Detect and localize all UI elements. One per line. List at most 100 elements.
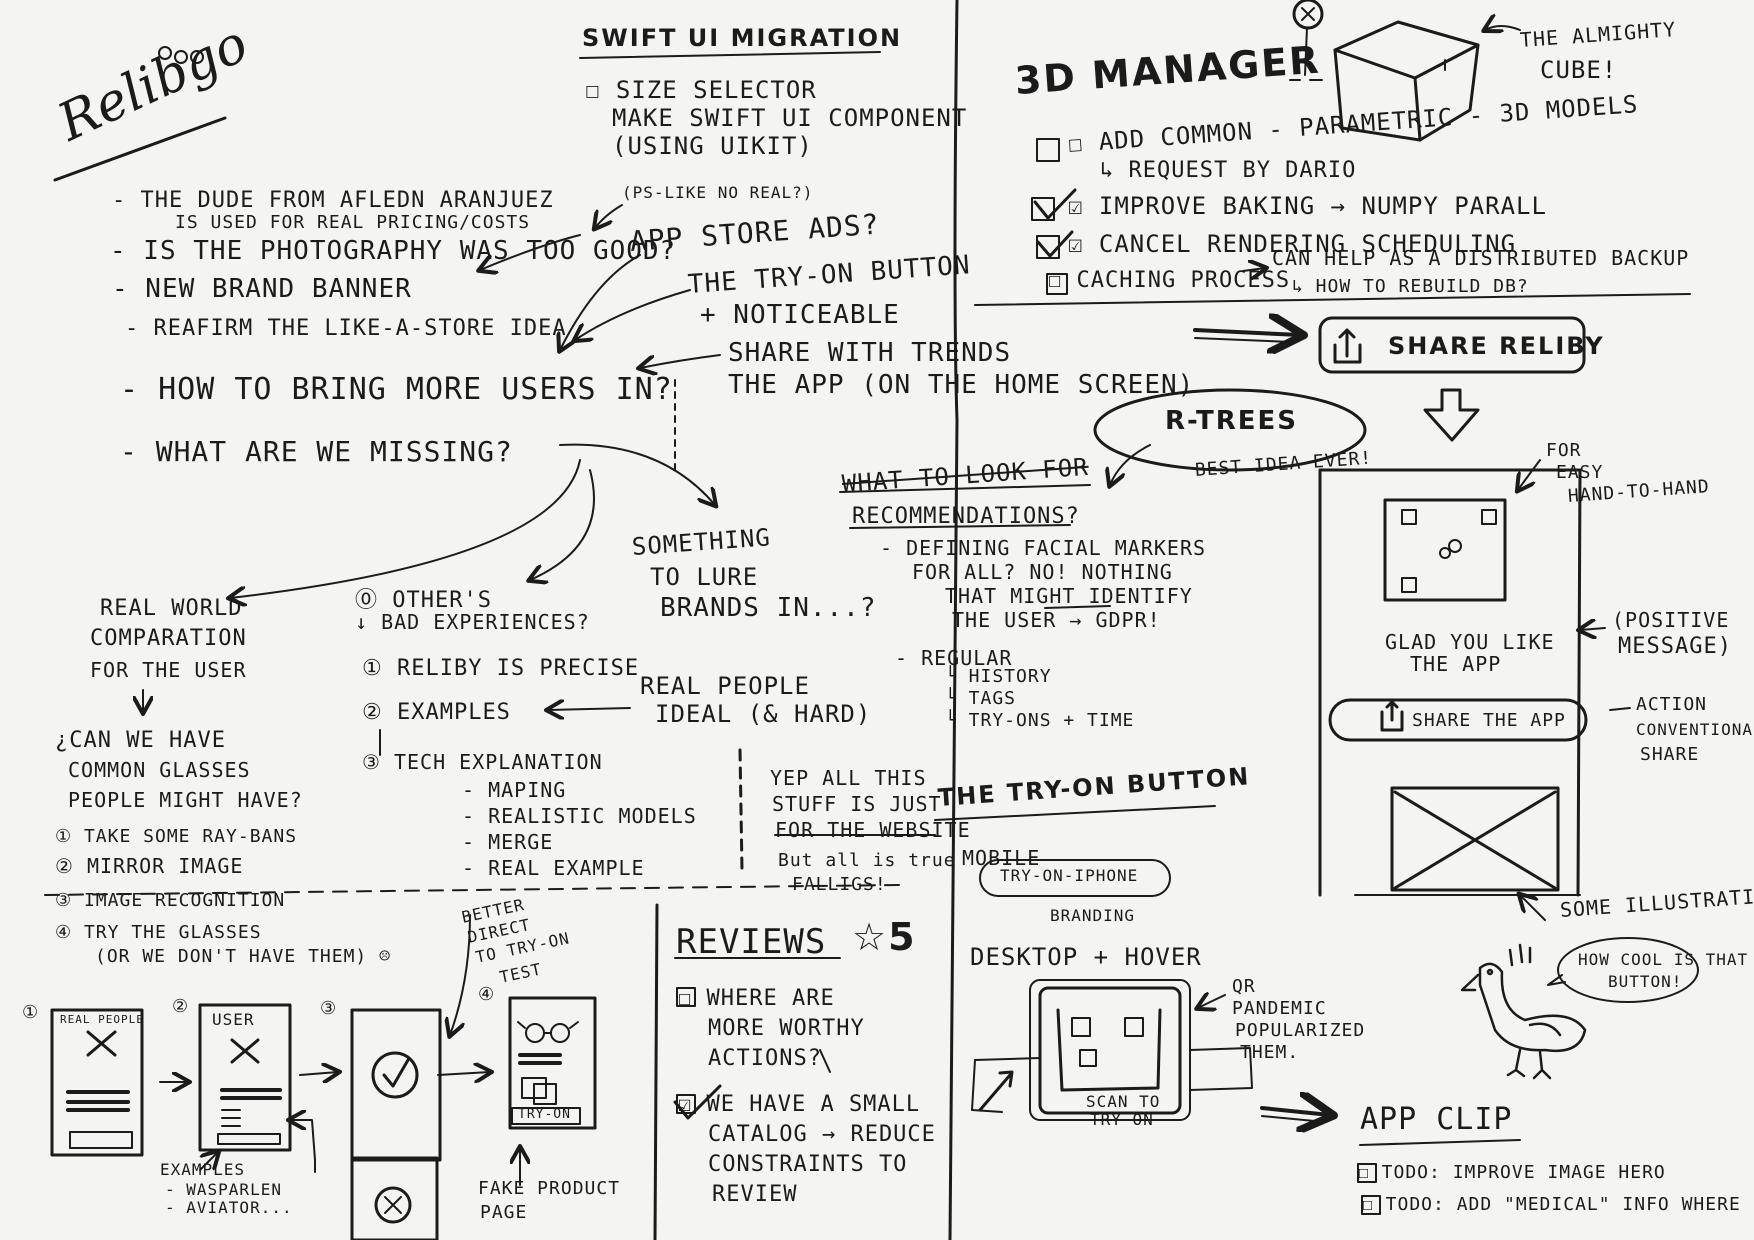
scan-2: TRY-ON — [1090, 1110, 1154, 1129]
qr-note-4: THEM. — [1240, 1042, 1300, 1063]
arrow-share-to-users — [640, 354, 721, 368]
arrow-app-store-to-users — [560, 254, 641, 350]
swift-ui-title: SWIFT UI MIGRATION — [582, 24, 903, 52]
something-2: TO LURE — [650, 563, 759, 591]
gdpr-underline — [1044, 605, 1111, 609]
frame4-button[interactable]: TRY-ON — [518, 1107, 571, 1122]
r-trees-ellipse — [1093, 388, 1367, 472]
manager-3d-item-5: CAN HELP AS A DISTRIBUTED BACKUP — [1272, 246, 1690, 270]
examples-1: EXAMPLES — [160, 1160, 246, 1179]
arrow-rtrees-to-recs — [1110, 444, 1151, 485]
monitor-drawing — [971, 979, 1253, 1121]
qr-code-box — [1383, 498, 1507, 602]
rw-question-2: COMMON GLASSES — [68, 758, 251, 782]
cube-note-arrow — [1485, 26, 1521, 30]
phone-mockup-frame — [1318, 468, 1582, 897]
illustration-arrow — [1520, 895, 1546, 921]
examples-2: - WASPARLEN — [165, 1180, 282, 1199]
try-on-iphone-pill — [979, 859, 1171, 897]
flow-frame-4 — [508, 996, 597, 1130]
action-dash — [1609, 707, 1631, 711]
logo-dot-3 — [190, 50, 204, 64]
share-trends-1: SHARE WITH TRENDS — [728, 338, 1012, 368]
others-item-4: ② EXAMPLES — [362, 700, 511, 725]
cube-note-2: CUBE! — [1540, 56, 1618, 84]
desktop-label: DESKTOP + HOVER — [970, 943, 1202, 971]
others-item-3: ① RELIBY IS PRECISE — [362, 656, 640, 681]
flow-frame-2 — [198, 1003, 292, 1152]
rw-question-1: ¿CAN WE HAVE — [55, 728, 226, 753]
recs-item-8: └ TRY-ONS + TIME — [945, 710, 1135, 731]
logo-underline — [53, 116, 227, 182]
others-item-5: ③ TECH EXPLANATION — [362, 750, 603, 774]
arrow-missing-to-others — [530, 469, 595, 580]
cube-drawing — [1333, 20, 1480, 142]
return-line — [290, 1120, 316, 1161]
left-item-5: - HOW TO BRING MORE USERS IN? — [120, 372, 673, 407]
flow-frame-1 — [50, 1008, 144, 1157]
recs-item-6: └ HISTORY — [945, 666, 1052, 687]
others-item-2: ↓ BAD EXPERIENCES? — [355, 610, 590, 634]
recs-subtitle: RECOMMENDATIONS? — [852, 504, 1080, 529]
positive-arrow — [1580, 628, 1606, 630]
real-people-1: REAL PEOPLE — [640, 672, 810, 700]
try-on-button-note-2: + NOTICEABLE — [700, 300, 900, 330]
svg-text:③: ③ — [320, 998, 336, 1019]
svg-text:①: ① — [22, 1002, 38, 1023]
rw-step-5: (OR WE DON'T HAVE THEM) ☹ — [95, 946, 391, 967]
for-easy-1: FOR — [1546, 440, 1582, 461]
action-2: CONVENTIONAL — [1636, 720, 1754, 739]
reviews-item-5: CATALOG → REDUCE — [708, 1122, 936, 1147]
recs-item-1: - DEFINING FACIAL MARKERS — [880, 536, 1207, 560]
share-reliby-outline — [1318, 316, 1586, 374]
for-easy-2: EASY — [1556, 462, 1604, 483]
app-clip-item-1: ☐ TODO: IMPROVE IMAGE HERO — [1358, 1162, 1666, 1183]
reviews-item-2: MORE WORTHY — [708, 1016, 865, 1041]
positive-1: (POSITIVE — [1612, 608, 1730, 632]
share-reliby-button[interactable]: SHARE RELIBY — [1388, 332, 1605, 360]
try-on-iphone-pill-label[interactable]: TRY-ON-IPHONE — [1000, 866, 1139, 885]
flow-arrow-3 — [437, 1072, 490, 1075]
others-item-8: - MERGE — [462, 830, 554, 854]
try-on-title-underline — [934, 805, 1216, 821]
svg-text:②: ② — [172, 996, 188, 1017]
qr-arrow — [1198, 995, 1226, 1008]
website-note-3: FOR THE WEBSITE — [775, 818, 971, 842]
reviews-title: REVIEWS — [676, 922, 827, 962]
real-people-2: IDEAL (& HARD) — [655, 700, 872, 728]
swift-ui-item-1: ☐ SIZE SELECTOR — [585, 76, 817, 104]
real-world-1: REAL WORLD — [100, 596, 243, 621]
swift-ui-item-2: MAKE SWIFT UI COMPONENT — [612, 104, 968, 132]
arrow-try-on-to-users — [575, 289, 691, 340]
rw-step-3: ③ IMAGE RECOGNITION — [55, 890, 286, 911]
real-world-3: FOR THE USER — [90, 658, 247, 682]
others-item-6: - MAPING — [462, 778, 567, 802]
illustration-placeholder — [1390, 786, 1560, 892]
rec-subtitle-underline — [849, 524, 1071, 529]
app-clip-item-2: ☐ TODO: ADD "MEDICAL" INFO WHERE — [1362, 1194, 1741, 1215]
mobile-label: MOBILE — [962, 846, 1041, 870]
left-item-4: - REAFIRM THE LIKE-A-STORE IDEA — [125, 316, 567, 341]
recs-item-5: - REGULAR — [895, 646, 1013, 670]
reviews-arrow — [819, 1049, 831, 1073]
share-the-app-outline — [1328, 698, 1588, 742]
recs-item-4: THE USER → GDPR! — [952, 608, 1161, 632]
divider-vertical-reviews — [653, 903, 659, 1240]
others-item-7: - REALISTIC MODELS — [462, 804, 697, 828]
ps-like-note: (PS-LIKE NO REAL?) — [622, 183, 814, 202]
rw-step-2: ② MIRROR IMAGE — [55, 854, 244, 878]
bird-quote-2: BUTTON! — [1608, 972, 1683, 991]
manager-3d-item-2: ☑ IMPROVE BAKING → NUMPY PARALL — [1068, 192, 1547, 220]
reviews-item-4: ☑ WE HAVE A SMALL — [678, 1092, 921, 1117]
left-item-1: - THE DUDE FROM AFLEDN ARANJUEZ — [112, 188, 554, 213]
reviews-item-1: ☐ WHERE ARE — [678, 986, 835, 1011]
recs-strike — [839, 484, 1091, 493]
flow-frame-3 — [350, 1008, 442, 1162]
recs-item-2: FOR ALL? NO! NOTHING — [912, 560, 1173, 584]
share-icon-box — [1333, 343, 1362, 364]
reviews-stars: ☆5 — [852, 915, 917, 959]
share-the-app-button[interactable]: SHARE THE APP — [1412, 710, 1566, 731]
recs-item-7: └ TAGS — [945, 688, 1017, 709]
